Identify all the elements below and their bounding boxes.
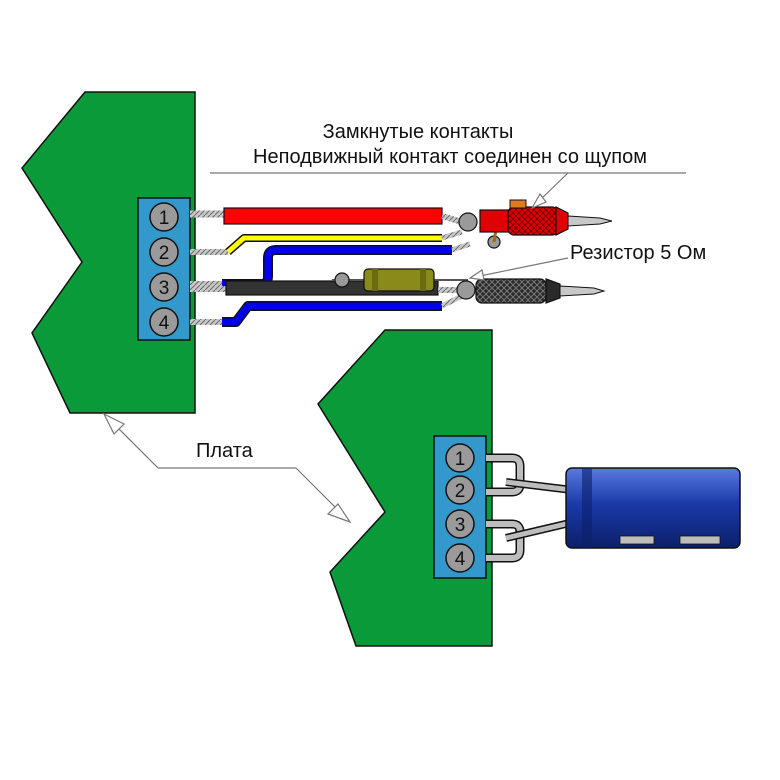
pin-number-4: 4 — [455, 549, 466, 570]
wires — [190, 207, 471, 327]
jumpers — [486, 453, 525, 563]
connector-top: 1 2 3 4 — [137, 197, 191, 341]
connector-bottom-pin-2: 2 — [445, 475, 475, 505]
pin-number-3: 3 — [159, 278, 170, 299]
connector-bottom: 1 2 3 4 — [433, 435, 487, 579]
pin-number-2: 2 — [159, 243, 170, 264]
label-closed-contacts: Замкнутые контакты — [323, 121, 514, 143]
pin-number-4: 4 — [159, 313, 170, 334]
label-fixed-contact: Неподвижный контакт соединен со щупом — [253, 146, 647, 168]
connector-bottom-pin-4: 4 — [445, 543, 475, 573]
connector-top-pin-1: 1 — [149, 202, 179, 232]
label-board: Плата — [196, 440, 254, 462]
pin-number-3: 3 — [455, 515, 466, 536]
wire-red — [190, 207, 463, 225]
connector-top-pin-2: 2 — [149, 237, 179, 267]
pin-number-1: 1 — [159, 208, 170, 229]
connector-bottom-pin-1: 1 — [445, 443, 475, 473]
black-probe — [456, 278, 606, 304]
label-resistor: Резистор 5 Ом — [570, 242, 706, 264]
connector-top-pin-4: 4 — [149, 307, 179, 337]
capacitor — [505, 467, 741, 549]
red-probe — [458, 199, 613, 249]
pin-number-2: 2 — [455, 481, 466, 502]
wire-blue-lower — [190, 293, 464, 327]
pin-number-1: 1 — [455, 449, 466, 470]
wire-yellow — [190, 229, 463, 256]
connector-top-pin-3: 3 — [149, 272, 179, 302]
connector-bottom-pin-3: 3 — [445, 509, 475, 539]
resistor — [332, 268, 468, 292]
leader-lines — [102, 172, 686, 524]
